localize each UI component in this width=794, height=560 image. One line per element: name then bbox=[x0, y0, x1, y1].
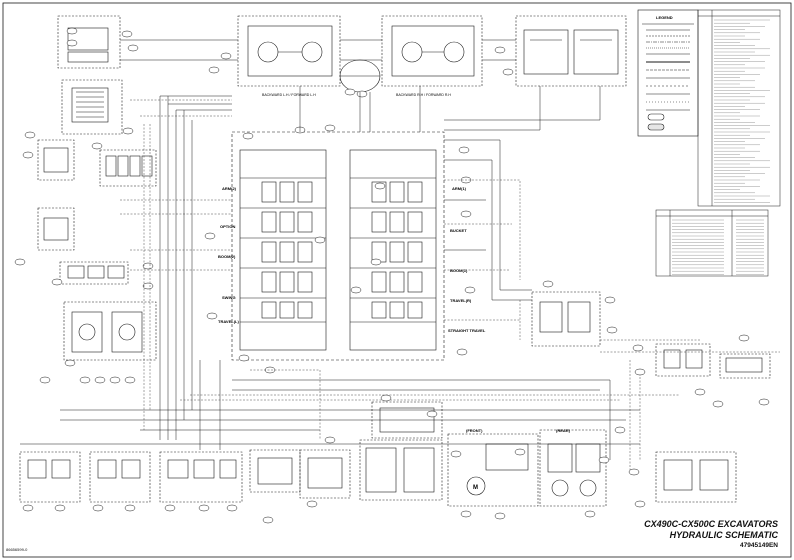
section-boom1: BOOM(1) bbox=[450, 268, 468, 273]
hydraulic-lines-main bbox=[20, 39, 640, 460]
title-schematic-line: HYDRAULIC SCHEMATIC bbox=[669, 530, 778, 540]
section-arm1: ARM(1) bbox=[452, 186, 467, 191]
solenoid-valve-group-left bbox=[37, 139, 157, 285]
section-bucket: BUCKET bbox=[450, 228, 467, 233]
callouts-right bbox=[542, 280, 770, 508]
callouts-left-column bbox=[14, 258, 154, 384]
title-model-line: CX490C-CX500C EXCAVATORS bbox=[644, 519, 778, 529]
forward-right-label: BACKWARD R.H / FORWARD R.H bbox=[396, 93, 451, 97]
section-option: OPTION bbox=[220, 224, 235, 229]
pilot-valve-assembly-left bbox=[57, 15, 123, 135]
main-control-valve bbox=[231, 131, 445, 361]
callouts-bottom-left bbox=[22, 504, 274, 524]
section-travel-r: TRAVEL(R) bbox=[450, 298, 472, 303]
forward-left-label: BACKWARD L.H / FORWARD L.H bbox=[262, 93, 316, 97]
pressure-sensor-callouts-left bbox=[22, 27, 139, 159]
title-part-number: 47945149EN bbox=[740, 542, 778, 549]
legend-title: LEGEND bbox=[656, 15, 673, 20]
section-straight-travel: STRAIGHT TRAVEL bbox=[448, 328, 486, 333]
drawing-code: 86656599-0 bbox=[6, 547, 28, 552]
bottom-left-valve-blocks bbox=[19, 449, 301, 503]
section-arm2: ARM(2) bbox=[222, 186, 237, 191]
travel-motor-left bbox=[237, 15, 341, 87]
component-list-rows bbox=[714, 19, 770, 203]
pump-regulator-group-left bbox=[63, 301, 157, 361]
rear-label: (REAR) bbox=[556, 428, 571, 433]
right-mid-valve-assembly bbox=[531, 291, 601, 347]
swivel-joint bbox=[339, 59, 381, 93]
callouts-main-valve bbox=[204, 124, 476, 374]
pilot-lines-dashed bbox=[120, 99, 780, 470]
title-block: CX490C-CX500C EXCAVATORS HYDRAULIC SCHEM… bbox=[608, 519, 778, 550]
top-right-valve-assembly bbox=[515, 15, 627, 87]
component-list-table bbox=[697, 9, 781, 207]
legend-box bbox=[637, 9, 699, 137]
callouts-top-center bbox=[208, 46, 514, 98]
callouts-bottom-center bbox=[306, 394, 610, 520]
relief-setting-table bbox=[655, 209, 769, 277]
travel-motor-right bbox=[381, 15, 483, 87]
front-label: (FRONT) bbox=[466, 428, 483, 433]
section-travel-l: TRAVEL(L) bbox=[218, 319, 239, 324]
section-boom2: BOOM(2) bbox=[218, 254, 236, 259]
right-edge-sensor-group bbox=[655, 343, 771, 503]
section-swing: SWING bbox=[222, 295, 236, 300]
motor-symbol-label: M bbox=[473, 485, 478, 491]
relief-setting-rows bbox=[672, 219, 764, 275]
